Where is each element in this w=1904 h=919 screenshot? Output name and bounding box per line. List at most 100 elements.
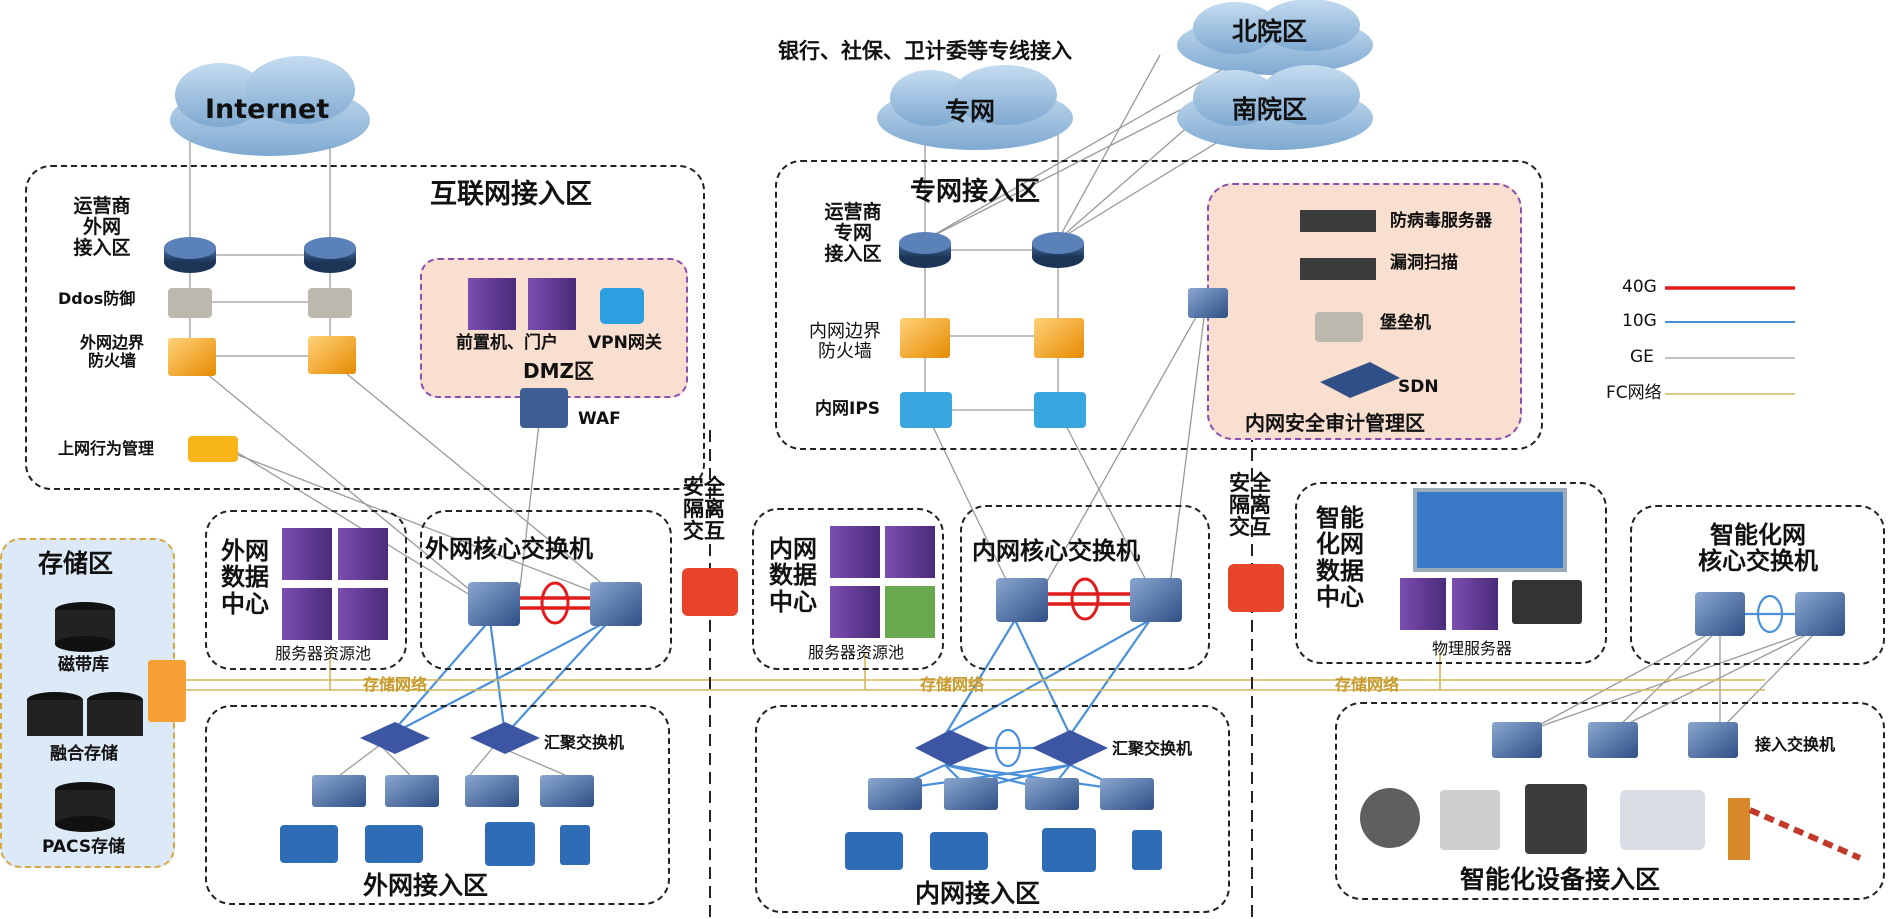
storage-zone-title: 存储区 <box>38 549 114 578</box>
office-user-icon <box>1042 828 1096 872</box>
sensor-device-icon <box>1360 788 1420 848</box>
isolation-gateway-icon <box>682 568 738 616</box>
isp-private-label: 运营商 专网 接入区 <box>824 201 882 265</box>
server-icon <box>338 528 388 580</box>
isp-external-label: 运营商 外网 接入区 <box>73 195 131 259</box>
tenge-bundle-ring-smart <box>1756 594 1784 634</box>
pacs-label: PACS存储 <box>42 837 126 857</box>
core-switch-icon <box>590 582 642 626</box>
storage-network-label-1: 存储网络 <box>363 675 428 694</box>
zone-ext-datacenter <box>205 510 407 670</box>
rack-server-icon <box>1300 210 1376 232</box>
access-switch-icon <box>312 775 366 807</box>
switch-icon <box>1188 288 1228 318</box>
aggregation-switch-icon <box>915 730 990 766</box>
zone-ext-core <box>420 510 672 670</box>
access-switch-icon <box>868 778 922 810</box>
isolation-gateway-icon <box>1228 564 1284 612</box>
security-audit-zone-title: 内网安全审计管理区 <box>1245 411 1425 435</box>
zone-int-core <box>960 505 1210 670</box>
server-icon <box>338 588 388 640</box>
fortyg-bundle-ring-int <box>1070 577 1100 621</box>
router-icon <box>1032 232 1084 268</box>
server-icon <box>1400 578 1446 630</box>
int-datacenter-label: 内网 数据 中心 <box>769 535 817 616</box>
special-lines-label: 银行、社保、卫计委等专线接入 <box>778 39 1072 63</box>
fusion-storage-label: 融合存储 <box>50 744 118 764</box>
legend-label-10g: 10G <box>1622 311 1657 331</box>
access-switch-label: 接入交换机 <box>1755 735 1836 754</box>
fc-switch-icon <box>148 660 186 722</box>
tenge-links <box>389 612 1795 792</box>
aggregation-switch-icon <box>1032 730 1108 766</box>
internet-cloud-label: Internet <box>205 94 330 125</box>
server-icon <box>468 278 516 330</box>
external-access-zone-title: 外网接入区 <box>363 871 489 900</box>
private-access-zone-title: 专网接入区 <box>910 177 1041 207</box>
beiyuan-cloud-icon <box>1177 0 1373 75</box>
server-icon <box>830 586 880 638</box>
firewall-icon <box>1034 318 1084 358</box>
ddos-device-icon <box>308 288 352 318</box>
wireless-ap-icon <box>560 825 590 865</box>
router-icon <box>164 237 216 273</box>
smart-core-label: 智能化网 核心交换机 <box>1698 521 1818 576</box>
legend-label-40g: 40G <box>1622 277 1657 297</box>
router-icon <box>304 237 356 273</box>
nanyuan-cloud-icon <box>1177 65 1373 150</box>
access-switch-icon <box>385 775 439 807</box>
storage-network-label-3: 存储网络 <box>1335 675 1400 694</box>
server-icon <box>528 278 576 330</box>
core-switch-icon <box>1130 578 1182 622</box>
int-core-label: 内网核心交换机 <box>972 537 1140 565</box>
ext-datacenter-label: 外网 数据 中心 <box>221 537 269 618</box>
barrier-gate-icon <box>1728 798 1750 860</box>
vpn-gateway-label: VPN网关 <box>588 333 662 353</box>
frontend-portal-label: 前置机、门户 <box>456 333 558 353</box>
fortyg-links <box>520 592 1130 610</box>
office-user-icon <box>485 822 535 866</box>
ips-icon <box>1034 392 1086 428</box>
antivirus-label: 防病毒服务器 <box>1390 211 1492 231</box>
zhuanwang-cloud-label: 专网 <box>945 97 996 126</box>
legend-label-fc: FC网络 <box>1606 383 1662 403</box>
bastion-icon <box>1315 312 1363 342</box>
internet-access-zone-title: 互联网接入区 <box>430 179 592 210</box>
server-icon <box>885 586 935 638</box>
server-pool-label-1: 服务器资源池 <box>275 644 372 663</box>
firewall-icon <box>308 336 356 374</box>
fan-unit-icon <box>1440 790 1500 850</box>
ddos-device-icon <box>168 288 212 318</box>
server-icon <box>885 526 935 578</box>
server-icon <box>1452 578 1498 630</box>
vuln-scan-label: 漏洞扫描 <box>1390 253 1458 273</box>
aggregation-switch-icon <box>360 722 430 754</box>
sdn-label: SDN <box>1398 377 1439 397</box>
dmz-zone-title: DMZ区 <box>523 359 595 383</box>
ext-core-label: 外网核心交换机 <box>425 535 593 563</box>
vpn-gateway-icon <box>600 288 644 324</box>
server-icon <box>282 528 332 580</box>
access-switch-icon <box>1025 778 1079 810</box>
aggregation-switch-icon <box>470 722 540 754</box>
hardware-box-icon <box>1512 580 1582 624</box>
smart-datacenter-label: 智能 化网 数据 中心 <box>1316 504 1364 612</box>
ge-links <box>189 41 1821 776</box>
access-switch-icon <box>1100 778 1154 810</box>
storage-network-label-2: 存储网络 <box>920 675 985 694</box>
video-wall-icon <box>1413 488 1567 572</box>
firewall-icon <box>168 338 216 376</box>
physical-servers-label: 物理服务器 <box>1432 639 1513 658</box>
behavior-mgmt-label: 上网行为管理 <box>58 439 155 458</box>
behavior-mgmt-icon <box>188 436 238 462</box>
agg-switch-label-1: 汇聚交换机 <box>544 733 625 752</box>
core-switch-icon <box>468 582 520 626</box>
barrier-arm-icon <box>1748 807 1862 861</box>
access-switch-icon <box>465 775 519 807</box>
isolation-label-1: 安全 隔离 交互 <box>683 475 725 544</box>
camera-device-icon <box>1620 790 1705 850</box>
router-icon <box>899 232 951 268</box>
zone-internet-access <box>25 165 705 490</box>
